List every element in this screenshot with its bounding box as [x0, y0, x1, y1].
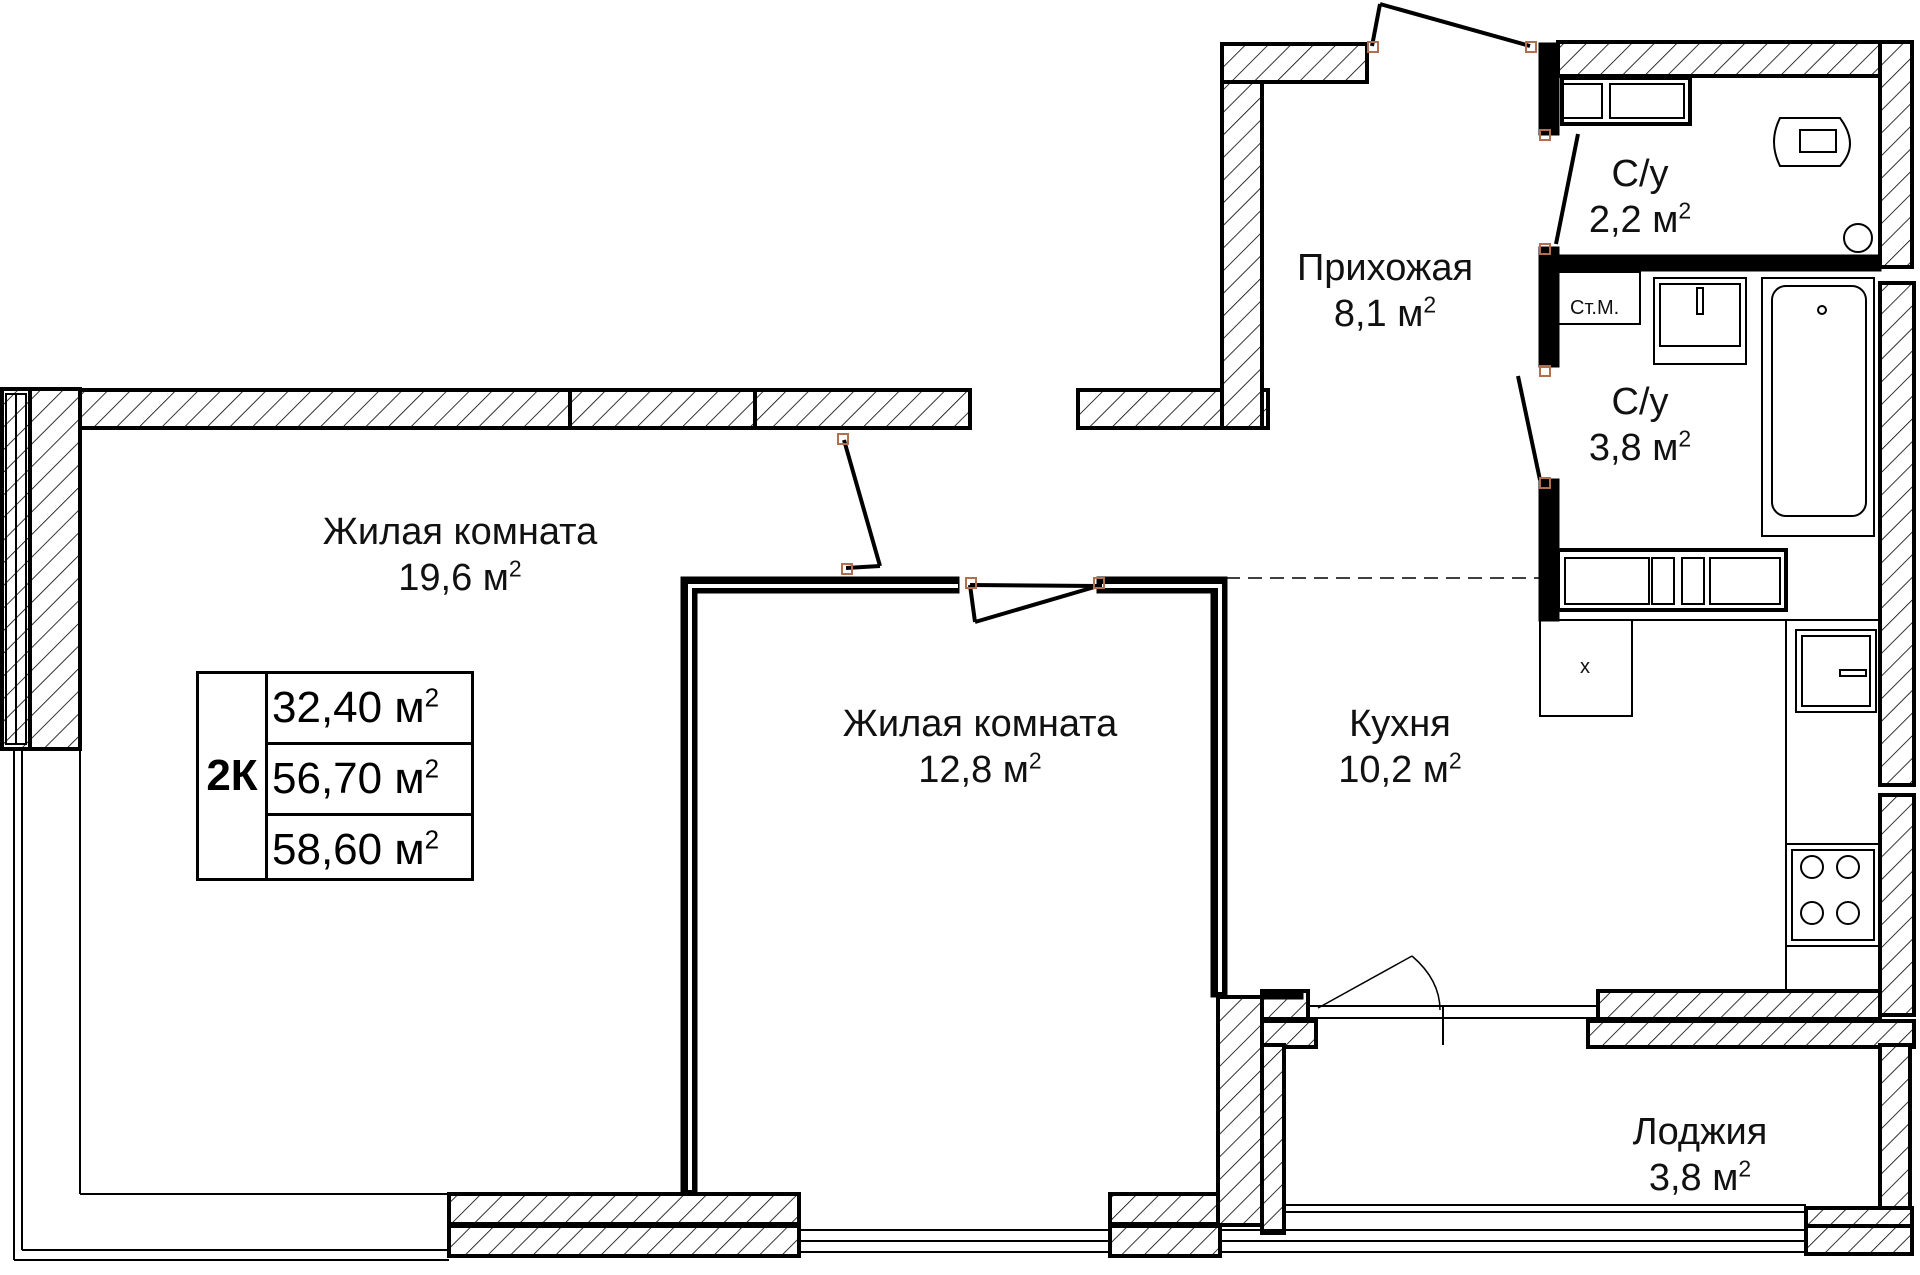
room-label-wc-small: С/у 2,2 м2: [1589, 152, 1691, 243]
room-label-loggia: Лоджия 3,8 м2: [1633, 1110, 1768, 1201]
room-area: 19,6 м2: [398, 554, 522, 599]
window-frames: [5, 393, 1807, 1261]
fridge-label: х: [1580, 656, 1590, 678]
room-label-hallway: Прихожая 8,1 м2: [1297, 246, 1473, 337]
doors: [842, 2, 1580, 624]
living-area: 32,40 м2: [272, 682, 440, 732]
room-name: Лоджия: [1632, 1111, 1768, 1153]
washer-label: Ст.М.: [1570, 297, 1620, 319]
kitchen-fixtures: [1539, 619, 1881, 990]
room-area: 2,2 м2: [1588, 196, 1692, 241]
room-label-living-small: Жилая комната 12,8 м2: [843, 702, 1117, 793]
room-label-wc-bath: С/у 3,8 м2: [1589, 380, 1691, 471]
room-name: Прихожая: [1296, 247, 1474, 289]
room-label-living-large: Жилая комната 19,6 м2: [323, 510, 597, 601]
room-name: Жилая комната: [322, 511, 598, 553]
bathroom-fixtures: [1556, 76, 1875, 612]
room-area: 10,2 м2: [1338, 746, 1462, 791]
room-name: С/у: [1611, 153, 1669, 195]
room-area: 3,8 м2: [1648, 1154, 1752, 1199]
exterior-walls: [0, 40, 1916, 1258]
area-summary-table: 2К 32,40 м2 56,70 м2 58,60 м2: [196, 671, 474, 881]
door-swing-arc: [1317, 955, 1441, 1011]
room-label-kitchen: Кухня 10,2 м2: [1338, 702, 1461, 793]
room-name: С/у: [1611, 381, 1669, 423]
table-divider: [268, 813, 474, 816]
room-area: 12,8 м2: [918, 746, 1042, 791]
room-name: Кухня: [1349, 703, 1451, 745]
inner-wall-voids: [688, 584, 1222, 1190]
total-area: 56,70 м2: [272, 753, 440, 803]
room-name: Жилая комната: [842, 703, 1118, 745]
apartment-type: 2К: [199, 674, 268, 878]
room-area: 8,1 м2: [1333, 290, 1437, 335]
total-area-with-loggia: 58,60 м2: [272, 824, 440, 874]
door-hinges: [837, 41, 1551, 589]
room-area: 3,8 м2: [1588, 424, 1692, 469]
table-divider: [268, 742, 474, 745]
